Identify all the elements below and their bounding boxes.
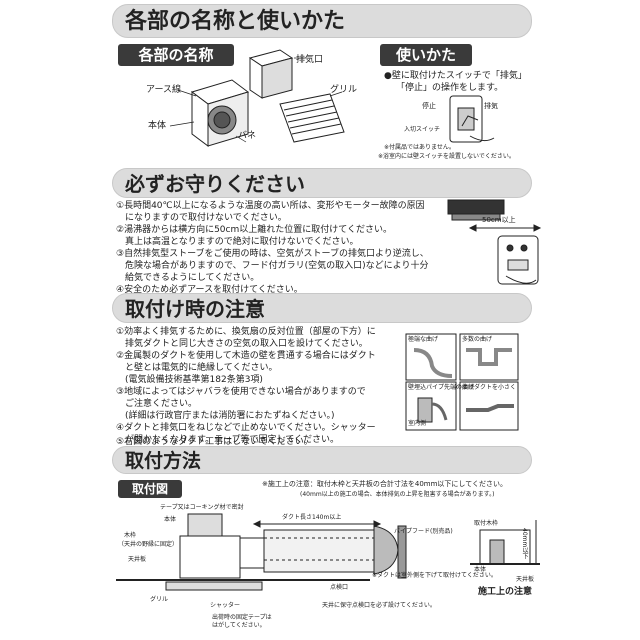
label-exhaust-port: 排気口 xyxy=(296,55,324,65)
must-item-3c: 給気できるようにしてください。 xyxy=(116,273,260,283)
must-item-3b: 危険な場合がありますので、フード付ガラリ(空気の取入口)などにより十分 xyxy=(116,261,429,271)
label-slope: ※ダクトは室外側を下げて取付けてください。 xyxy=(372,572,497,579)
install-note-2: (40mm以上の施工の場合、本体排気の上昇を阻害する場合があります。) xyxy=(300,491,495,498)
label-frame-2: 取付木枠 xyxy=(474,520,499,527)
note-item-3c: (詳細は行政官庁または消防署におたずねください。) xyxy=(116,411,335,421)
note-item-3b: ご注意ください。 xyxy=(116,399,198,409)
label-spring: バネ xyxy=(238,131,257,141)
parts-pill: 各部の名称 xyxy=(118,44,234,66)
label-inspect-note: 天井に保守点検口を必ず設けてください。 xyxy=(322,602,436,609)
must-item-2b: 真上は高温となりますので絶対に取付けないでください。 xyxy=(116,237,359,247)
label-distance: 50cm以上 xyxy=(482,216,516,224)
fig-many-bends: 多数の曲げ xyxy=(462,336,493,343)
must-item-4: ④安全のため必ずアースを取付けてください。 xyxy=(116,285,303,295)
label-grill-fig: グリル xyxy=(150,596,169,603)
note-item-2a: ②金属製のダクトを使用して木造の壁を貫通する場合にはダクト xyxy=(116,351,376,361)
label-shutter-note: 出荷時の固定テープは xyxy=(212,614,272,621)
duct-caution-figure xyxy=(405,333,519,431)
install-fig-pill: 取付図 xyxy=(118,480,182,498)
grill-shape xyxy=(279,93,345,143)
label-body-fig: 本体 xyxy=(164,516,177,523)
usage-note-1: ※付属品ではありません。 xyxy=(384,144,455,151)
fig-tip-bend: 壁埋込パイプ先端の曲げ xyxy=(408,384,475,391)
label-tape: テープ又はコーキング材で密封 xyxy=(160,504,244,511)
fan-body-shape xyxy=(190,79,250,147)
label-pipe-hood: パイプフード(別売品) xyxy=(394,528,453,535)
label-body-2: 本体 xyxy=(474,566,487,573)
usage-note-2: ※浴室内には壁スイッチを設置しないでください。 xyxy=(378,153,515,160)
label-shutter: シャッター xyxy=(210,602,241,609)
must-item-1a: ①長時間40℃以上になるような温度の高い所は、変形やモーター故障の原因 xyxy=(116,201,425,211)
note-item-4a: ④ダクトと排気口をねじなどで止めないでください。シャッター xyxy=(116,423,376,433)
must-item-3a: ③自然排気型ストーブをご使用の時は、空気がストーブの排気口より逆流し、 xyxy=(116,249,429,259)
exhaust-port-shape xyxy=(248,49,294,99)
note-item-2c: (電気設備技術基準第182条第3項) xyxy=(116,375,263,385)
fig-extreme-bend: 極端な曲げ xyxy=(408,336,439,343)
label-caution: 施工上の注意 xyxy=(478,587,533,597)
label-earth-wire: アース線 xyxy=(146,85,182,95)
label-ceiling: 天井板 xyxy=(128,556,147,563)
label-ceiling-2: 天井板 xyxy=(516,576,535,583)
label-frame-sub: （天井の野縁に固定） xyxy=(118,541,179,548)
install-figure xyxy=(116,513,540,591)
label-inspection: 点検口 xyxy=(330,584,349,591)
label-frame: 木枠 xyxy=(124,532,137,539)
note-item-2b: と壁とは電気的に絶縁してください。 xyxy=(116,363,278,373)
label-switch: 入切スイッチ xyxy=(404,126,441,133)
note-item-1b: 排気ダクトと同じ大きさの空気の取入口を設けてください。 xyxy=(116,339,368,349)
usage-line-2: 「停止」の操作をします。 xyxy=(396,83,504,93)
label-exhaust: 排気 xyxy=(484,102,498,110)
fig-connect-short: 接続ダクトを小さく xyxy=(462,384,517,391)
label-dim: 40mm以下 xyxy=(521,528,528,560)
note-item-1a: ①効率よく排気するために、換気扇の反対位置（部屋の下方）に xyxy=(116,327,376,337)
must-item-1b: になりますので取付けないでください。 xyxy=(116,213,287,223)
install-note-1: ※施工上の注意：取付木枠と天井板の合計寸法を40mm以下にしてください。 xyxy=(262,480,507,488)
section-title-must-follow: 必ずお守りください xyxy=(112,168,532,198)
label-stop: 停止 xyxy=(422,102,436,110)
note-item-3a: ③地域によってはジャバラを使用できない場合がありますので xyxy=(116,387,366,397)
section-title-install-method: 取付方法 xyxy=(112,446,532,474)
section-title-install-notes: 取付け時の注意 xyxy=(112,293,532,323)
label-duct-length: ダクト長さ140m以上 xyxy=(282,514,342,521)
section-title-parts-usage: 各部の名称と使いかた xyxy=(112,4,532,38)
note-item-4b: が開かなくなります。テープ等で固定してください。 xyxy=(116,435,340,445)
label-grill: グリル xyxy=(330,85,358,95)
label-body: 本体 xyxy=(148,121,167,131)
fig-room: 室内側 xyxy=(408,420,427,427)
label-shutter-note-2: はがしてください。 xyxy=(212,622,266,629)
note-item-5-visible: ⑤右図のようなダクト工事はしないでください。 xyxy=(116,437,313,447)
switch-shape xyxy=(449,95,495,143)
heater-shape xyxy=(447,199,542,285)
usage-line-1: ●壁に取付けたスイッチで「排気」 xyxy=(384,71,527,81)
must-item-2a: ②湯沸器からは横方向に50cm以上離れた位置に取付けてください。 xyxy=(116,225,392,235)
usage-pill: 使いかた xyxy=(380,44,472,66)
